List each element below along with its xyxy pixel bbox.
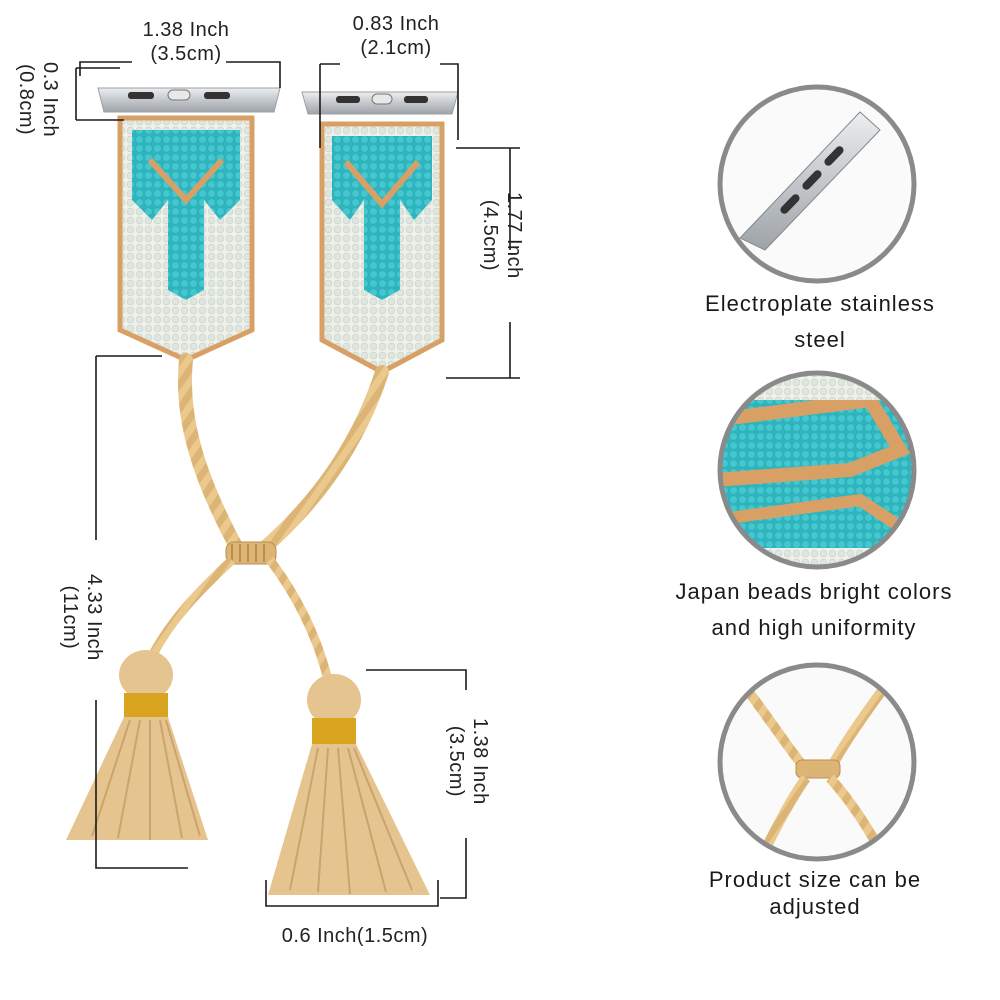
left-tassel <box>66 650 208 840</box>
right-cord <box>266 557 333 682</box>
left-braid <box>177 353 245 557</box>
lug-slot <box>404 96 428 103</box>
end-width-label: 0.83 Inch(2.1cm) <box>352 13 440 59</box>
right-strap <box>255 91 459 557</box>
adjustable-knot-icon <box>717 662 917 862</box>
right-braid <box>255 365 389 557</box>
lug-release-button <box>371 93 393 105</box>
left-cord <box>145 556 236 663</box>
left-strap <box>97 87 281 557</box>
lug-slot <box>336 96 360 103</box>
japan-beads-icon <box>717 370 917 570</box>
top-width-label: 1.38 Inch(3.5cm) <box>142 19 230 65</box>
lug-slot <box>128 92 154 99</box>
tassel-width-label: 0.6 Inch(1.5cm) <box>281 925 429 947</box>
braid-length-label: 4.33 Inch(11cm) <box>59 574 105 661</box>
dimension-lines <box>75 61 520 907</box>
stainless-connector-icon <box>717 84 917 284</box>
sliding-knot <box>225 541 277 565</box>
bead-length-label: 1.77 Inch(4.5cm) <box>479 192 525 279</box>
right-tassel <box>268 674 430 895</box>
lug-release-button <box>167 89 191 101</box>
tassel-length-label: 1.38 Inch(3.5cm) <box>445 718 491 805</box>
lug-slot <box>204 92 230 99</box>
lug-height-label: 0.3 Inch(0.8cm) <box>15 62 61 138</box>
